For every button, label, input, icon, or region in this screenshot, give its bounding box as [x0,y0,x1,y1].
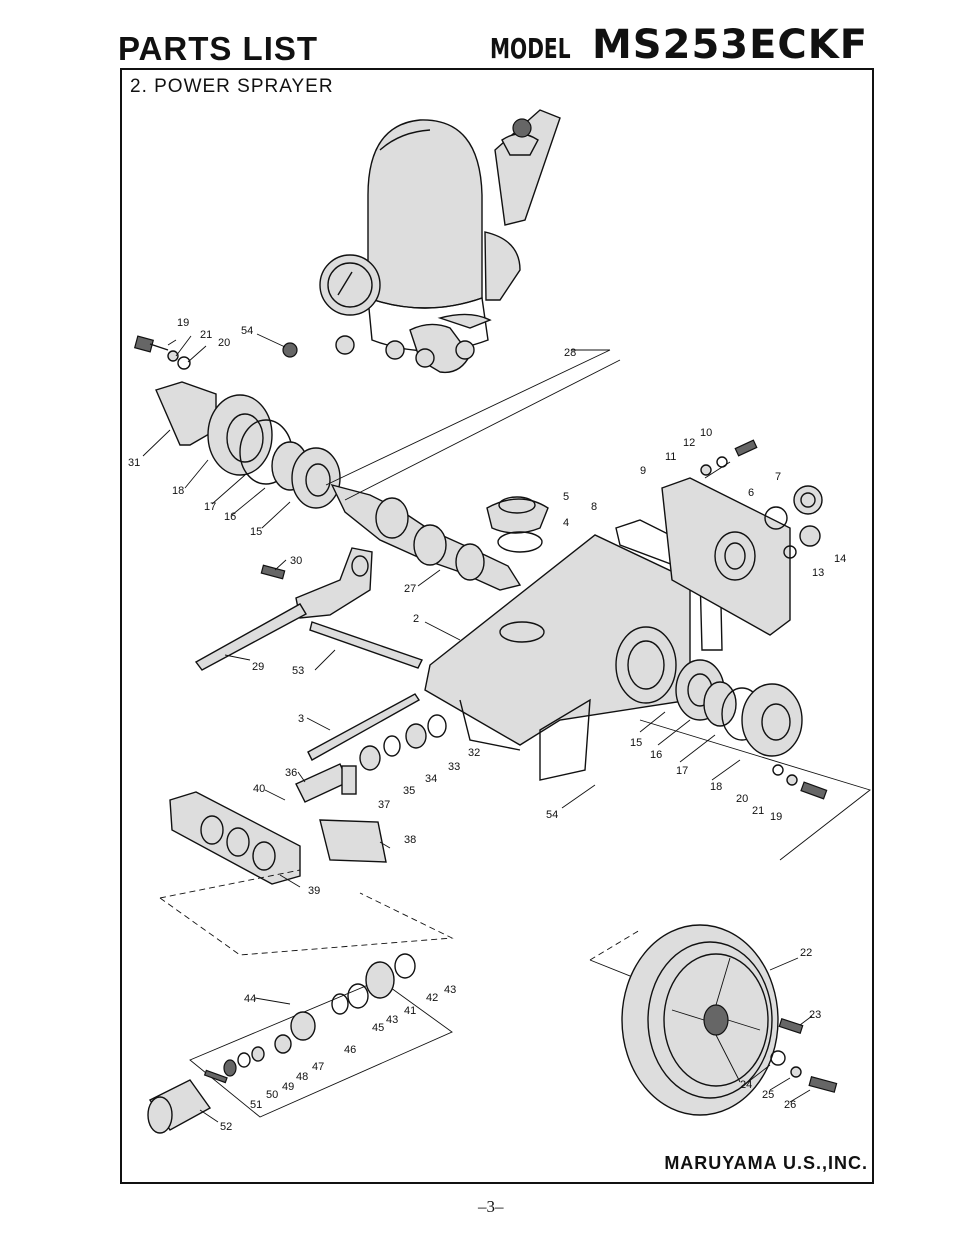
diagram-frame [120,68,874,1184]
callout-38: 38 [404,834,416,846]
callout-54-top: 54 [241,325,253,337]
callout-47: 47 [312,1061,324,1073]
callout-26: 26 [784,1099,796,1111]
callout-16-left: 16 [224,511,236,523]
callout-31: 31 [128,457,140,469]
callout-5: 5 [563,491,569,503]
callout-35: 35 [403,785,415,797]
section-title: 2. POWER SPRAYER [130,76,334,97]
page-title: PARTS LIST [118,30,319,67]
leader-lines [142,333,871,1123]
callout-21-right: 21 [752,805,764,817]
manifold [169,791,301,885]
callout-44: 44 [244,993,256,1005]
callout-2: 2 [413,613,419,625]
callout-15-right: 15 [630,737,642,749]
rear-cover [615,439,823,651]
callout-10: 10 [700,427,712,439]
pulley [589,924,838,1116]
callout-50: 50 [266,1089,278,1101]
callout-37: 37 [378,799,390,811]
callout-8: 8 [591,501,597,513]
callout-18-right: 18 [710,781,722,793]
callout-19-right: 19 [770,811,782,823]
callout-14: 14 [834,553,846,565]
callout-22: 22 [800,947,812,959]
callout-20-top: 20 [218,337,230,349]
callout-15-left: 15 [250,526,262,538]
callout-11: 11 [665,451,676,463]
page-number: –3– [478,1197,504,1216]
crankcase [424,534,691,781]
callout-3: 3 [298,713,304,725]
callout-48: 48 [296,1071,308,1083]
callout-36: 36 [285,767,297,779]
callout-28: 28 [564,347,576,359]
callout-43-bottom: 43 [386,1014,398,1026]
company-name: MARUYAMA U.S.,INC. [664,1153,868,1173]
callout-23: 23 [809,1009,821,1021]
callout-54-bottom: 54 [546,809,558,821]
callout-25: 25 [762,1089,774,1101]
callout-24: 24 [740,1079,752,1091]
callout-32: 32 [468,747,480,759]
callout-30: 30 [290,555,302,567]
callout-33: 33 [448,761,460,773]
callout-34: 34 [425,773,437,785]
callout-7: 7 [775,471,781,483]
callout-9: 9 [640,465,646,477]
right-bearing-stack [675,659,828,800]
callout-4: 4 [563,517,569,529]
callout-39: 39 [308,885,320,897]
connecting-rod [194,547,423,761]
left-bearing-stack [155,381,341,509]
callout-49: 49 [282,1081,294,1093]
callout-6: 6 [748,487,754,499]
callout-53: 53 [292,665,304,677]
callout-labels: 19 21 20 54 28 10 12 11 9 7 6 5 4 8 14 1… [128,317,846,1133]
callout-18-left: 18 [172,485,184,497]
callout-13: 13 [812,567,824,579]
callout-40: 40 [253,783,265,795]
callout-27: 27 [404,583,416,595]
callout-17-right: 17 [676,765,688,777]
left-bolt-group [133,335,298,370]
model-label: MODEL [490,32,571,65]
callout-45: 45 [372,1022,384,1034]
callout-17-left: 17 [204,501,216,513]
callout-16-right: 16 [650,749,662,761]
callout-51: 51 [250,1099,262,1111]
pressure-tank-assembly [319,109,561,374]
callout-46: 46 [344,1044,356,1056]
callout-19-top: 19 [177,317,189,329]
callout-41: 41 [404,1005,416,1017]
callout-12: 12 [683,437,695,449]
model-number: MS253ECKF [592,22,869,68]
callout-52: 52 [220,1121,232,1133]
valve-assembly [147,869,454,1134]
callout-29: 29 [252,661,264,673]
callout-43-top: 43 [444,984,456,996]
callout-21-top: 21 [200,329,212,341]
oil-cap [486,496,549,553]
callout-42: 42 [426,992,438,1004]
crankshaft [330,483,522,591]
callout-20-right: 20 [736,793,748,805]
plunger-seals [295,714,447,863]
